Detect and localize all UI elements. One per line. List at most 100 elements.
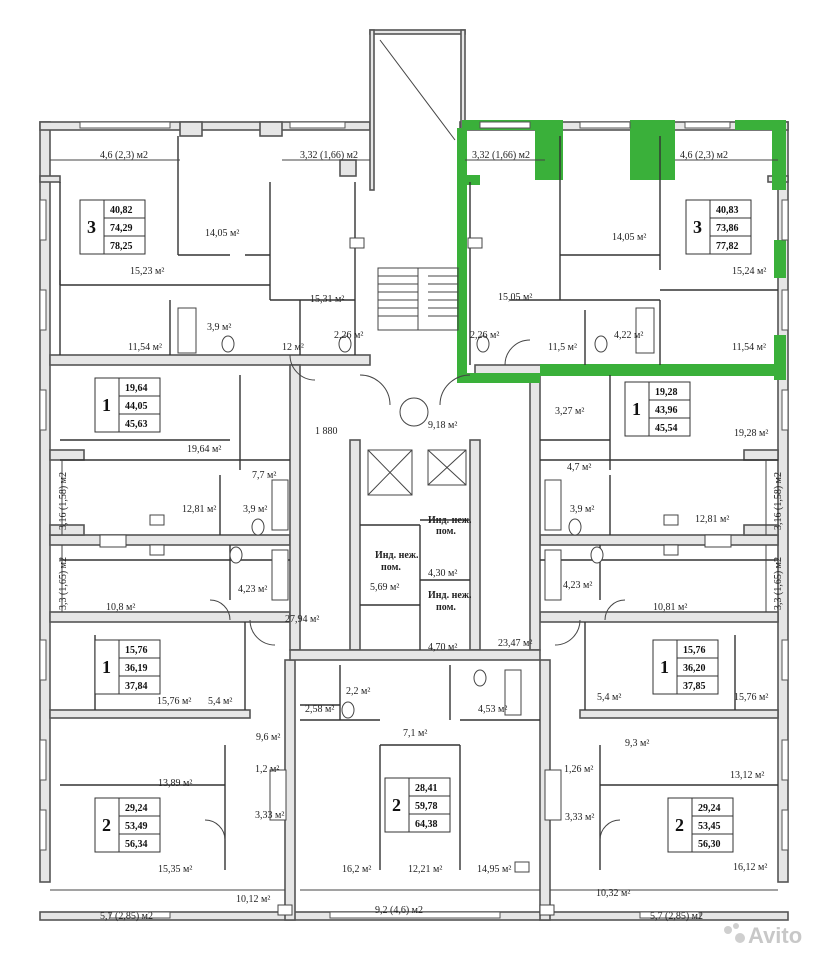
highlighted-apartment-outline	[457, 120, 786, 383]
room-count: 3	[87, 217, 96, 237]
area-label: 3,16 (1,58) м2	[58, 472, 69, 530]
area-label: 11,5 м²	[548, 342, 577, 353]
area-label: 23,47 м²	[498, 638, 532, 649]
info-box-values-column	[691, 797, 734, 853]
area-label: 5,4 м²	[208, 696, 232, 707]
area-label: 16,12 м²	[733, 862, 767, 873]
area-label: 14,05 м²	[612, 232, 646, 243]
area-label: 3,3 (1,65) м2	[58, 557, 69, 610]
room-count: 1	[660, 657, 669, 677]
service-room-label: пом.	[436, 602, 456, 613]
avito-watermark: Avito	[724, 923, 802, 948]
apartment-info-box: 1 15,76 36,19 37,84	[94, 639, 161, 695]
area-label: 3,3 (1,65) м2	[773, 557, 784, 610]
area-label: 3,9 м²	[570, 504, 594, 515]
area-label: 15,23 м²	[130, 266, 164, 277]
area-value: 77,82	[716, 241, 739, 252]
area-label: 1,26 м²	[564, 764, 593, 775]
area-value: 28,41	[415, 783, 438, 794]
info-box-values-column	[103, 199, 146, 255]
area-value: 53,49	[125, 821, 148, 832]
area-value: 78,25	[110, 241, 133, 252]
area-label: 9,3 м²	[625, 738, 649, 749]
area-label: 15,31 м²	[310, 294, 344, 305]
door-swings	[204, 339, 626, 841]
area-value: 15,76	[125, 645, 148, 656]
area-label: 4,23 м²	[563, 580, 592, 591]
area-label: 3,16 (1,58) м2	[773, 472, 784, 530]
area-label: 4,30 м²	[428, 568, 457, 579]
area-label: 5,7 (2,85) м2	[100, 911, 153, 922]
area-value: 19,28	[655, 387, 678, 398]
area-value: 29,24	[698, 803, 721, 814]
area-label: 7,1 м²	[403, 728, 427, 739]
area-label: 1 880	[315, 426, 338, 437]
area-label: 4,7 м²	[567, 462, 591, 473]
info-box-values-column	[408, 777, 451, 833]
area-label: 5,7 (2,85) м2	[650, 911, 703, 922]
area-label: 3,33 м²	[565, 812, 594, 823]
area-label: 9,6 м²	[256, 732, 280, 743]
area-value: 56,34	[125, 839, 148, 850]
area-labels: 4,6 (2,3) м2 3,32 (1,66) м2 3,32 (1,66) …	[58, 150, 784, 922]
area-label: 9,18 м²	[428, 420, 457, 431]
area-label: 19,28 м²	[734, 428, 768, 439]
area-label: 4,23 м²	[238, 584, 267, 595]
info-box-values-column	[676, 639, 719, 695]
apartment-info-box: 3 40,83 73,86 77,82	[685, 199, 752, 255]
area-value: 29,24	[125, 803, 148, 814]
area-label: 11,54 м²	[128, 342, 162, 353]
area-label: 2,58 м²	[305, 704, 334, 715]
area-label: 12 м²	[282, 342, 304, 353]
area-label: 4,6 (2,3) м2	[100, 150, 148, 161]
info-box-values-column	[709, 199, 752, 255]
info-box-values-column	[648, 381, 691, 437]
area-label: 10,8 м²	[106, 602, 135, 613]
info-box-values-column	[118, 639, 161, 695]
area-label: 3,32 (1,66) м2	[300, 150, 358, 161]
apartment-info-boxes: 3 40,82 74,29 78,25 3 40,83 73,86 77,82 119,6444…	[79, 199, 752, 853]
area-value: 64,38	[415, 819, 438, 830]
apartment-info-box: 3 40,82 74,29 78,25	[79, 199, 146, 255]
area-label: 7,7 м²	[252, 470, 276, 481]
area-label: 10,81 м²	[653, 602, 687, 613]
area-value: 59,78	[415, 801, 438, 812]
area-label: 4,22 м²	[614, 330, 643, 341]
info-box-values-column	[118, 377, 161, 433]
area-label: 3,9 м²	[207, 322, 231, 333]
area-label: 10,32 м²	[596, 888, 630, 899]
service-room-label: Инд. неж.	[375, 550, 419, 561]
area-label: 12,81 м²	[695, 514, 729, 525]
area-label: 15,76 м²	[157, 696, 191, 707]
area-label: 4,53 м²	[478, 704, 507, 715]
area-label: 13,12 м²	[730, 770, 764, 781]
area-value: 37,84	[125, 681, 148, 692]
area-value: 40,83	[716, 205, 739, 216]
area-value: 44,05	[125, 401, 148, 412]
area-label: 5,4 м²	[597, 692, 621, 703]
area-label: 16,2 м²	[342, 864, 371, 875]
area-value: 43,96	[655, 405, 678, 416]
service-room-label: пом.	[381, 562, 401, 573]
area-value: 74,29	[110, 223, 133, 234]
service-room-labels: Инд. неж. пом. Инд. неж. пом. Инд. неж. …	[375, 515, 472, 613]
area-value: 36,19	[125, 663, 148, 674]
area-label: 5,69 м²	[370, 582, 399, 593]
area-label: 3,9 м²	[243, 504, 267, 515]
room-count: 1	[102, 657, 111, 677]
area-label: 13,89 м²	[158, 778, 192, 789]
area-label: 10,12 м²	[236, 894, 270, 905]
service-room-label: Инд. неж.	[428, 590, 472, 601]
area-label: 15,76 м²	[734, 692, 768, 703]
area-value: 40,82	[110, 205, 133, 216]
area-label: 14,05 м²	[205, 228, 239, 239]
area-value: 73,86	[716, 223, 739, 234]
avito-watermark-text: Avito	[748, 923, 802, 948]
windows	[39, 121, 789, 919]
area-label: 4,6 (2,3) м2	[680, 150, 728, 161]
room-count: 3	[693, 217, 702, 237]
